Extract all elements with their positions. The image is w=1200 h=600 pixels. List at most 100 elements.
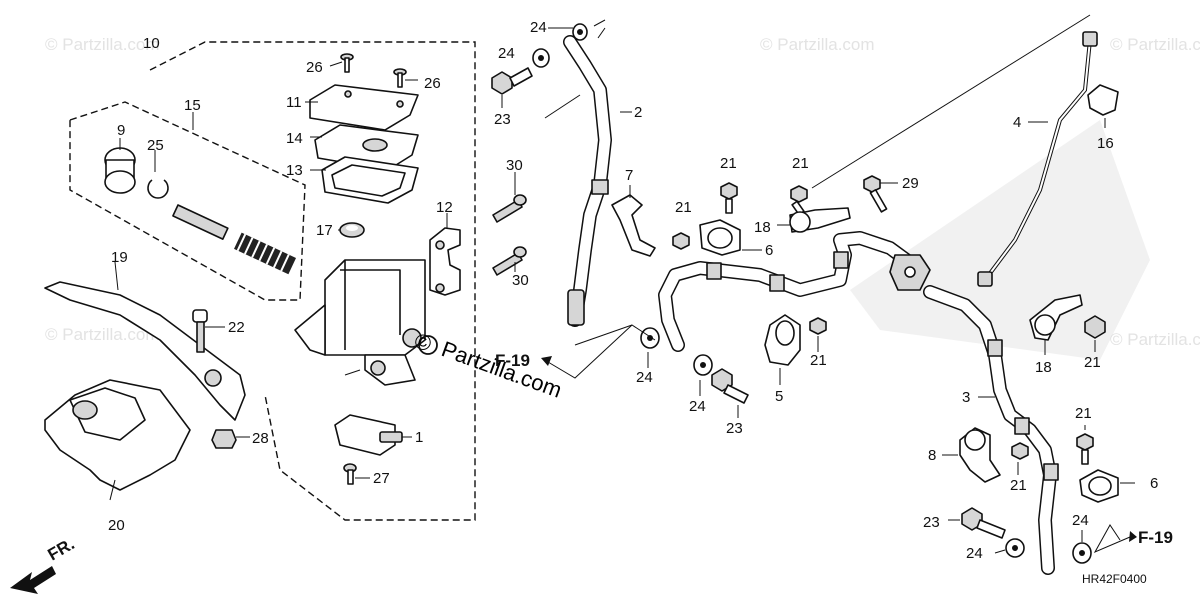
callout-26-right: 26 xyxy=(424,75,441,92)
master-cylinder xyxy=(294,259,426,386)
upper-bolt-leader xyxy=(544,94,581,119)
reservoir-cover xyxy=(305,84,419,131)
center-bolts xyxy=(672,175,898,250)
bolt-clamp-6-right xyxy=(1076,425,1094,465)
brake-pipe xyxy=(977,31,1098,287)
callout-23-top: 23 xyxy=(494,111,511,128)
switch-screw xyxy=(343,463,370,485)
reference-arrow-left xyxy=(541,324,656,379)
callout-6-right: 6 xyxy=(1150,475,1158,492)
reference-f19-left: F-19 xyxy=(495,351,530,370)
callout-22: 22 xyxy=(228,319,245,336)
watermark-mid-left: © Partzilla.com xyxy=(45,325,160,344)
callout-12: 12 xyxy=(436,199,453,216)
callout-18-right: 18 xyxy=(1035,359,1052,376)
callout-9: 9 xyxy=(117,122,125,139)
callout-19: 19 xyxy=(111,249,128,266)
callout-23-mid: 23 xyxy=(726,420,743,437)
callout-29: 29 xyxy=(902,175,919,192)
pivot-bolt xyxy=(192,309,225,353)
callout-15: 15 xyxy=(184,97,201,114)
lower-banjo-bolt xyxy=(948,507,1006,539)
holder-bolts xyxy=(492,172,527,276)
callout-26-left: 26 xyxy=(306,59,323,76)
diagram-code: HR42F0400 xyxy=(1082,572,1147,586)
cover-screws xyxy=(329,53,418,88)
callout-30-top: 30 xyxy=(506,157,523,174)
callout-30-bottom: 30 xyxy=(512,272,529,289)
callout-24-mid-a: 24 xyxy=(636,369,653,386)
callout-21-b: 21 xyxy=(720,155,737,172)
callout-18-center: 18 xyxy=(754,219,771,236)
assembly-10-outline xyxy=(149,41,476,521)
reference-f19-right: F-19 xyxy=(1138,528,1173,547)
callout-6-center: 6 xyxy=(765,242,773,259)
corner-watermarks: © Partzilla.com © Partzilla.com © Partzi… xyxy=(45,35,1200,349)
callout-11: 11 xyxy=(286,94,302,111)
callout-21-d: 21 xyxy=(810,352,827,369)
callout-23-lower: 23 xyxy=(923,514,940,531)
middle-brake-hose xyxy=(658,231,927,352)
upper-brake-hose xyxy=(563,35,632,327)
front-label: FR. xyxy=(45,534,78,564)
lever-guard xyxy=(44,379,191,501)
callout-21-e: 21 xyxy=(1084,354,1101,371)
hose-clamp-lower xyxy=(764,314,801,385)
hose-clamp-center xyxy=(699,219,762,256)
piston-set xyxy=(104,112,297,275)
hose-clamp-6-right xyxy=(1079,469,1135,503)
partzilla-watermark: © Partzilla.com xyxy=(415,330,565,403)
upper-washers xyxy=(532,19,606,68)
long-leader-4 xyxy=(811,14,1091,189)
callout-8: 8 xyxy=(928,447,936,464)
hose-clamp-8 xyxy=(942,427,1001,483)
callout-10: 10 xyxy=(143,35,160,52)
callout-25: 25 xyxy=(147,137,164,154)
callout-21-g: 21 xyxy=(1010,477,1027,494)
callout-24-mid-b: 24 xyxy=(689,398,706,415)
right-bolt xyxy=(1084,315,1106,352)
assembly-15-outline xyxy=(69,101,306,301)
hose-clamp-right xyxy=(1029,294,1083,355)
callout-5: 5 xyxy=(775,388,783,405)
pipe-joint-clip xyxy=(1087,84,1119,128)
callout-28: 28 xyxy=(252,430,269,447)
callout-21-f: 21 xyxy=(1075,405,1092,422)
reservoir-boot xyxy=(338,222,365,238)
hose-stay xyxy=(611,185,656,257)
callout-24-top: 24 xyxy=(530,19,547,36)
bolt-clamp-8 xyxy=(1011,442,1029,475)
callout-24-lower-left: 24 xyxy=(966,545,983,562)
callout-21-a: 21 xyxy=(675,199,692,216)
callout-24-lower-right: 24 xyxy=(1072,512,1089,529)
watermark-far-right: © Partzilla.com xyxy=(1110,35,1200,54)
callout-20: 20 xyxy=(108,517,125,534)
front-arrow-icon xyxy=(10,566,56,594)
bolt-clamp-lower xyxy=(809,317,827,352)
brake-light-switch xyxy=(334,414,412,456)
callout-1: 1 xyxy=(415,429,423,446)
three-way-joint xyxy=(889,254,931,291)
callout-24-top-left: 24 xyxy=(498,45,515,62)
svg-text:©: © xyxy=(415,330,431,355)
callout-13: 13 xyxy=(286,162,303,179)
reference-arrow-right xyxy=(1093,524,1137,554)
watermark-top-left: © Partzilla.com xyxy=(45,35,160,54)
master-cylinder-holder xyxy=(429,213,461,296)
lever-nut xyxy=(211,429,250,449)
lower-brake-hose xyxy=(923,285,1059,575)
callout-4: 4 xyxy=(1013,114,1021,131)
callout-16: 16 xyxy=(1097,135,1114,152)
diaphragm xyxy=(310,156,419,204)
callout-14: 14 xyxy=(286,130,303,147)
callout-27: 27 xyxy=(373,470,390,487)
callout-7: 7 xyxy=(625,167,633,184)
callout-2: 2 xyxy=(634,104,642,121)
hose-clamp-upper xyxy=(777,207,851,233)
brake-lever xyxy=(44,261,246,421)
callout-3: 3 xyxy=(962,389,970,406)
watermark-mid-right: © Partzilla.com xyxy=(1110,330,1200,349)
callout-17: 17 xyxy=(316,222,333,239)
upper-banjo-bolt xyxy=(491,67,533,108)
